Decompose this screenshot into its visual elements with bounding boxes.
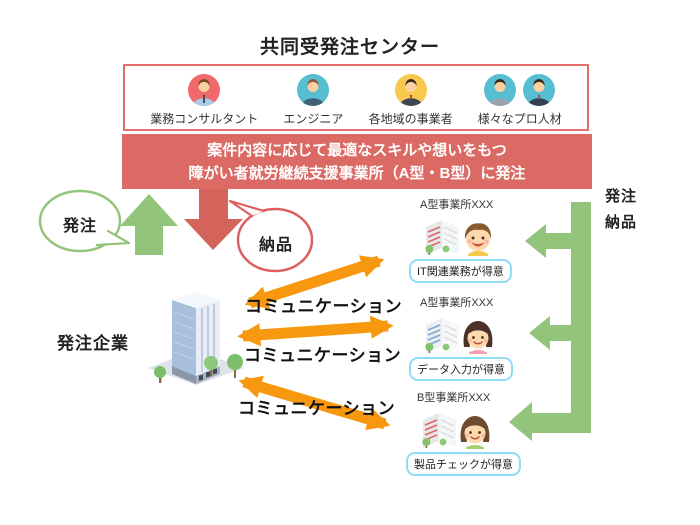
banner-line-1: 案件内容に応じて最適なスキルや想いをもつ <box>207 141 507 159</box>
ordering-company-label: 発注企業 <box>57 334 129 353</box>
provider-person-icon <box>463 321 493 354</box>
member-professionals: 様々なプロ人材 <box>478 74 562 127</box>
engineer-avatar-icon <box>297 74 330 106</box>
provider-name: B型事業所XXX <box>417 392 491 404</box>
communication-label-3: コミュニケーション <box>238 399 396 418</box>
communication-label-1: コミュニケーション <box>245 297 403 316</box>
provider-person-icon <box>460 416 490 449</box>
member-regional-business: 各地域の事業者 <box>369 74 453 127</box>
banner-line-2: 障がい者就労継続支援事業所（A型・B型）に発注 <box>188 164 526 182</box>
right-flow-labels: 発注 納品 <box>605 184 637 236</box>
provider-building-icon <box>425 220 459 255</box>
provider-block-3: B型事業所XXX <box>401 389 556 476</box>
office-building-illustration <box>148 292 244 385</box>
communication-arrow-3 <box>238 375 391 431</box>
provider-block-1: A型事業所XXX <box>404 196 559 283</box>
diagram-title: 共同受発注センター <box>259 37 440 58</box>
member-engineer: エンジニア <box>283 74 343 127</box>
right-flow-order-label: 発注 <box>605 188 638 205</box>
provider-skill-badge: 製品チェックが得意 <box>406 452 521 476</box>
center-members-box: 業務コンサルタント エンジニア <box>123 64 589 131</box>
provider-person-icon <box>464 223 492 256</box>
provider-skill-badge: データ入力が得意 <box>409 357 513 381</box>
member-consultant: 業務コンサルタント <box>150 74 258 127</box>
order-bubble-label: 発注 <box>62 218 97 235</box>
order-speech-bubble <box>38 189 131 253</box>
delivery-bubble-label: 納品 <box>258 237 293 254</box>
communication-arrow-1 <box>244 255 385 309</box>
professional-avatar-icon-1 <box>484 74 517 106</box>
communication-label-2: コミュニケーション <box>244 346 402 365</box>
member-label: 各地域の事業者 <box>368 112 453 126</box>
assignment-banner: 案件内容に応じて最適なスキルや想いをもつ 障がい者就労継続支援事業所（A型・B型… <box>122 134 592 189</box>
provider-name: A型事業所XXX <box>420 297 494 309</box>
provider-block-2: A型事業所XXX <box>404 294 559 381</box>
member-label: 業務コンサルタント <box>150 112 259 126</box>
member-label: 様々なプロ人材 <box>477 112 562 126</box>
business-owner-avatar-icon <box>394 74 427 106</box>
provider-building-icon <box>425 318 459 353</box>
communication-arrow-2 <box>237 315 394 347</box>
provider-building-icon <box>422 413 456 448</box>
member-label: エンジニア <box>283 112 344 126</box>
delivery-down-arrow-icon <box>184 189 243 250</box>
right-flow-connector <box>509 202 591 441</box>
right-flow-delivery-label: 納品 <box>605 214 638 231</box>
provider-skill-badge: IT関連業務が得意 <box>409 259 512 283</box>
provider-name: A型事業所XXX <box>420 199 494 211</box>
consultant-avatar-icon <box>188 74 221 106</box>
order-up-arrow-icon <box>120 194 178 255</box>
professional-avatar-icon-2 <box>523 74 556 106</box>
